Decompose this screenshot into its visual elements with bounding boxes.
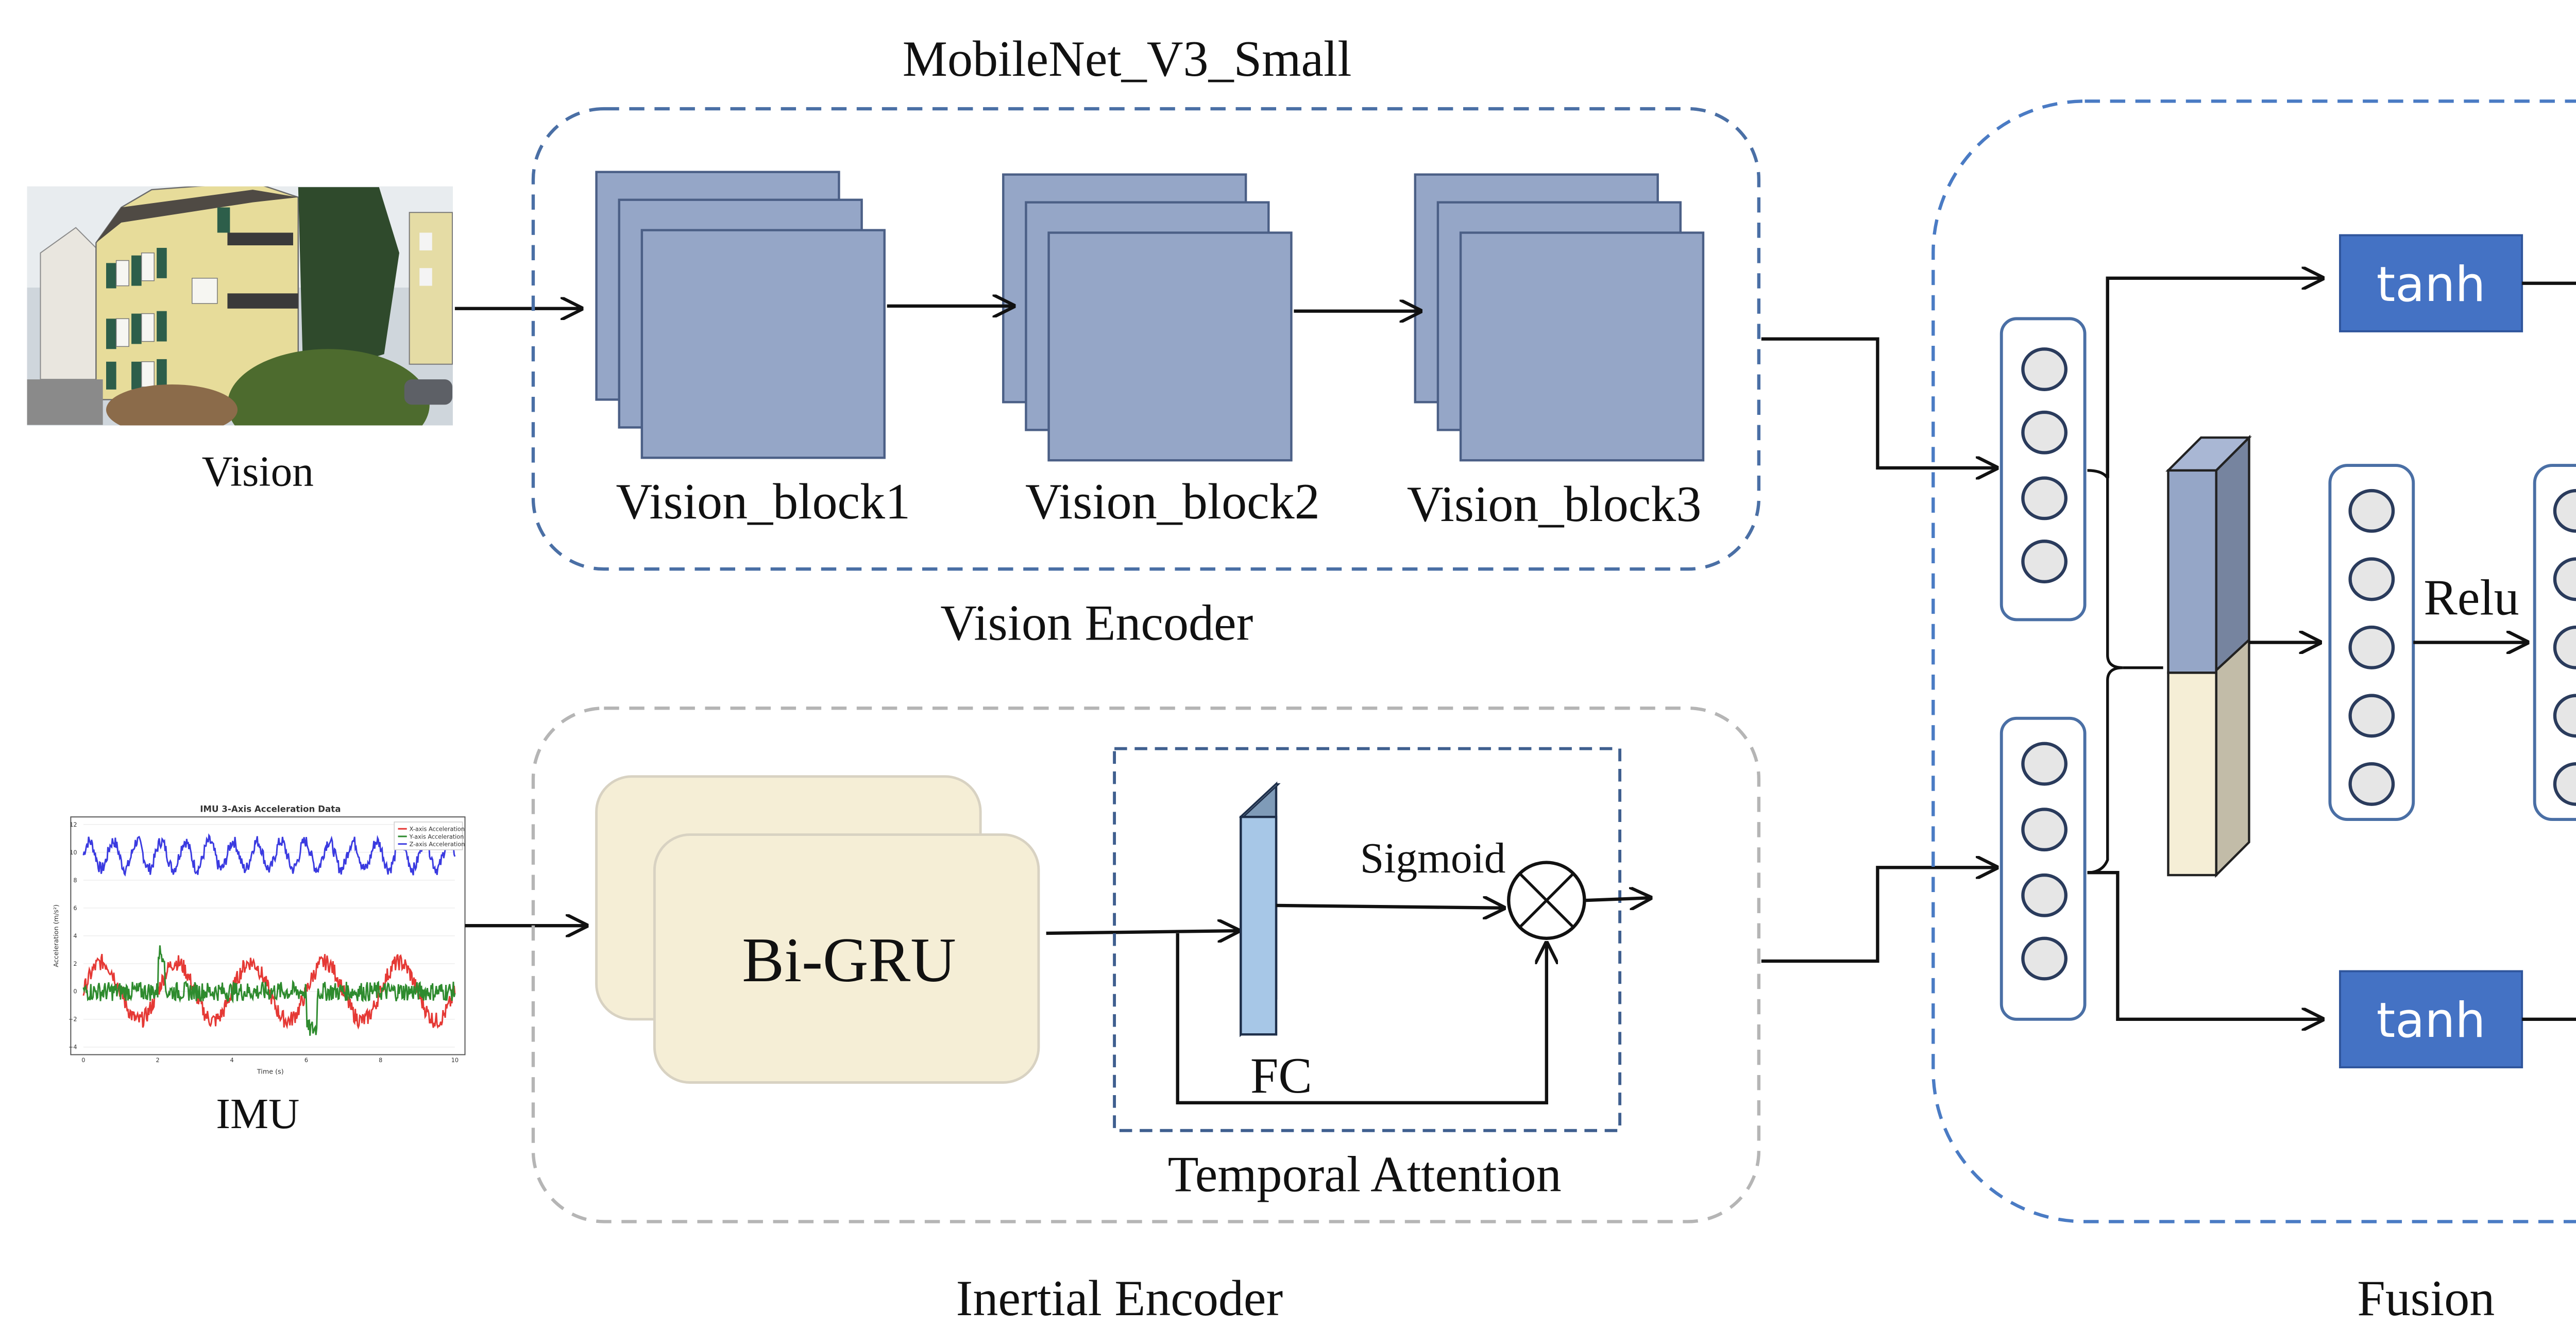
vision-block-1: [595, 171, 886, 459]
temporal-attention-boundary: [1113, 747, 1622, 1132]
temporal-attention-caption: Temporal Attention: [1168, 1147, 1562, 1203]
imu-y-tick: 0: [73, 988, 77, 995]
vision-encoder-boundary: [531, 107, 1761, 571]
imu-input: IMU 3-Axis Acceleration Data 12 10 8 6 4 2 0 −2…: [53, 804, 466, 1138]
vision-encoder: MobileNet_V3_Small Vision_block1 Vision_…: [531, 31, 1761, 651]
imu-gridlines: [83, 824, 455, 1048]
fusion-module: tanh tanh Relu 1−: [1931, 99, 2576, 1327]
imu-y-axis-label: Acceleration (m/s²): [53, 904, 60, 967]
inertial-encoder: Bi-GRU FC Sigmoid Temporal Attention Ine…: [531, 706, 1761, 1327]
imu-y-tick: −2: [69, 1016, 77, 1023]
imu-z-series: [82, 833, 456, 877]
vision-block-3: [1414, 173, 1705, 462]
to-bottom-tanh-arrow: [2087, 870, 2323, 1019]
fc-to-multiply-arrow: [1276, 905, 1503, 908]
relu-label: Relu: [2424, 570, 2519, 626]
imu-x-tick: 2: [156, 1057, 159, 1064]
imu-y-tick: 4: [73, 933, 77, 939]
imu-x-tick: 8: [379, 1057, 382, 1064]
bi-gru-block: Bi-GRU: [595, 775, 1040, 1084]
tanh-gate-top: tanh: [2339, 234, 2523, 332]
vision-block-2-label: Vision_block2: [1025, 474, 1320, 530]
sigmoid-label: Sigmoid: [1360, 835, 1506, 882]
fc-layer: [1239, 781, 1281, 1037]
imu-y-tick: −4: [69, 1044, 77, 1051]
legend-x: X-axis Acceleration: [410, 826, 465, 833]
imu-x-tick: 10: [451, 1057, 459, 1064]
imu-y-tick: 2: [73, 961, 77, 967]
inertial-feature-vector: [1999, 716, 2087, 1021]
vision-block-3-label: Vision_block3: [1407, 477, 1702, 532]
vision-block-1-label: Vision_block1: [616, 474, 910, 530]
bigru-to-fc-arrow: [1046, 931, 1239, 933]
residual-skip-arrow: [1176, 933, 1547, 1104]
backbone-title: MobileNet_V3_Small: [903, 31, 1352, 87]
vision-feature-to-fusion-arrow: [1761, 337, 1996, 468]
imu-y-tick: 12: [70, 821, 77, 828]
fusion-boundary: [1931, 99, 2576, 1223]
imu-input-label: IMU: [216, 1090, 299, 1138]
vision-input: Vision: [27, 186, 453, 495]
legend-y: Y-axis Acceleration: [409, 833, 464, 840]
temporal-attention: FC Sigmoid Temporal Attention: [1113, 747, 1650, 1203]
to-top-tanh-arrow: [2106, 278, 2323, 478]
fc-label: FC: [1250, 1048, 1312, 1104]
legend-z: Z-axis Acceleration: [410, 841, 465, 848]
concat-brace: [2087, 469, 2123, 874]
fusion-hidden-layer-2: [2533, 464, 2576, 821]
imu-plot-title: IMU 3-Axis Acceleration Data: [200, 804, 341, 814]
street-photo: [27, 186, 453, 426]
concat-feature-block: [2165, 434, 2252, 878]
inertial-encoder-boundary: [531, 706, 1761, 1223]
inertial-encoder-caption: Inertial Encoder: [956, 1271, 1283, 1327]
imu-x-tick: 6: [304, 1057, 308, 1064]
tanh-bottom-label: tanh: [2377, 992, 2486, 1048]
attention-output-arrow: [1584, 898, 1650, 900]
bi-gru-label: Bi-GRU: [742, 925, 956, 995]
vision-input-label: Vision: [202, 448, 314, 495]
imu-x-ticks: 0 2 4 6 8 10: [81, 1057, 459, 1064]
imu-plot: IMU 3-Axis Acceleration Data 12 10 8 6 4 2 0 −2…: [53, 804, 466, 1076]
tanh-top-label: tanh: [2377, 256, 2486, 312]
imu-y-tick: 6: [73, 905, 77, 912]
tanh-gate-bottom: tanh: [2339, 970, 2523, 1069]
imu-x-tick: 0: [81, 1057, 85, 1064]
top-tanh-to-multiply-arrow: [2522, 281, 2576, 285]
vision-feature-vector: [1999, 317, 2087, 622]
imu-x-tick: 4: [230, 1057, 234, 1064]
vision-encoder-caption: Vision Encoder: [940, 596, 1253, 651]
inertial-feature-to-fusion-arrow: [1761, 867, 1996, 963]
fusion-caption: Fusion: [2357, 1271, 2495, 1327]
fusion-hidden-layer-1: [2328, 464, 2415, 821]
imu-y-series: [82, 945, 456, 1036]
imu-y-tick: 8: [73, 877, 77, 884]
bottom-tanh-to-multiply-arrow: [2522, 1017, 2576, 1021]
imu-x-axis-label: Time (s): [257, 1068, 284, 1076]
imu-legend: X-axis Acceleration Y-axis Acceleration …: [394, 821, 465, 850]
imu-y-tick: 10: [70, 849, 77, 856]
vision-block-2: [1002, 173, 1293, 462]
imu-y-ticks: 12 10 8 6 4 2 0 −2 −4: [69, 821, 77, 1051]
attention-multiply-op: [1507, 861, 1586, 940]
